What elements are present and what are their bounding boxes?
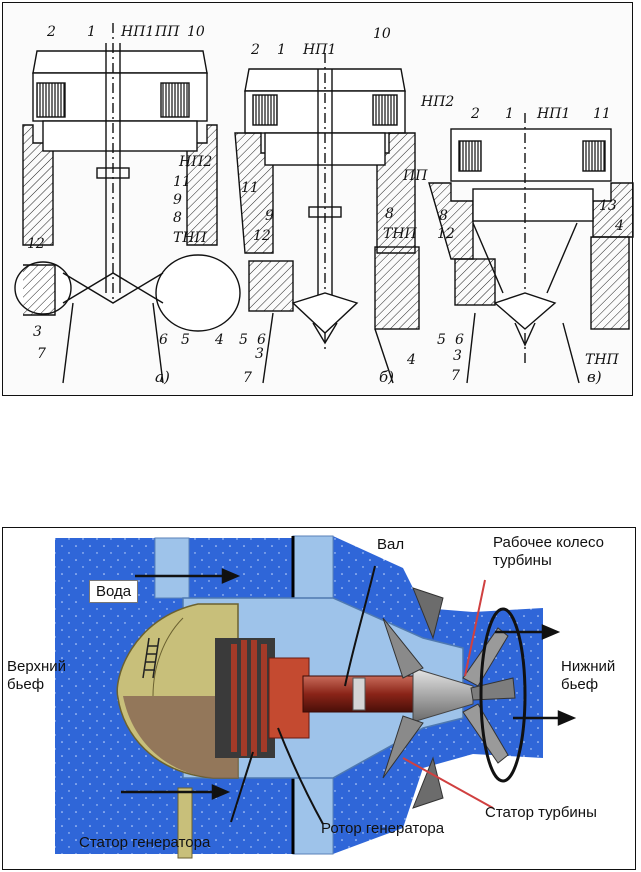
label-a-10: 10: [187, 24, 205, 40]
label-b-9: 9: [265, 208, 274, 224]
label-c-1: 1: [505, 106, 514, 122]
label-a-5: 5: [181, 332, 190, 348]
label-water: Вода: [89, 580, 139, 603]
turbine-sections-figure: 2 1 НП1 ПП 10 НП2 11 9 8 12 ТНП 3 6 5 4 …: [2, 2, 634, 396]
label-generator-rotor: Ротор генератора: [321, 820, 445, 837]
label-a-11: 11: [173, 174, 191, 190]
label-c-4: 4: [615, 218, 624, 234]
label-a-12: 12: [27, 236, 45, 252]
label-a-6: 6: [159, 332, 168, 348]
label-runner: Рабочее колесо турбины: [493, 534, 604, 569]
label-c-np1: НП1: [537, 106, 571, 122]
bulb-turbine-figure: Вода Вал Рабочее колесо турбины Верхний …: [2, 527, 636, 870]
label-b-11: 11: [241, 180, 259, 196]
label-c-13: 13: [599, 198, 617, 214]
label-a-4: 4: [215, 332, 224, 348]
bulb-turbine-drawing: [55, 535, 577, 859]
label-c-6: 6: [455, 332, 464, 348]
caption-b: б): [379, 368, 395, 386]
sections-drawing: [14, 23, 634, 384]
label-b-np2: НП2: [421, 94, 455, 110]
label-shaft: Вал: [377, 536, 405, 553]
label-generator-stator: Статор генератора: [79, 834, 211, 851]
label-b-7: 7: [243, 370, 252, 386]
label-c-2: 2: [471, 106, 480, 122]
label-c-5: 5: [437, 332, 446, 348]
label-a-pp: ПП: [155, 24, 180, 40]
label-b-2: 2: [251, 42, 260, 58]
label-b-np1: НП1: [303, 42, 337, 58]
label-a-8: 8: [173, 210, 182, 226]
label-tailwater: Нижний бьеф: [561, 658, 616, 693]
panel-b-drawing: [234, 53, 420, 384]
label-b-3: 3: [255, 346, 264, 362]
panel-a-drawing: [14, 23, 241, 384]
label-b-10: 10: [373, 26, 391, 42]
label-b-6: 6: [257, 332, 266, 348]
label-b-pp: ПП: [403, 168, 428, 184]
panel-c-drawing: [428, 113, 634, 384]
label-a-1: 1: [87, 24, 96, 40]
label-c-7: 7: [451, 368, 460, 384]
label-a-7: 7: [37, 346, 46, 362]
label-c-12: 12: [437, 226, 455, 242]
label-a-np2: НП2: [179, 154, 213, 170]
label-a-3: 3: [33, 324, 42, 340]
caption-c: в): [587, 368, 602, 386]
label-c-tnp: ТНП: [585, 352, 619, 368]
label-b-5: 5: [239, 332, 248, 348]
label-a-2: 2: [47, 24, 56, 40]
label-b-1: 1: [277, 42, 286, 58]
label-b-8: 8: [385, 206, 394, 222]
label-headwater: Верхний бьеф: [7, 658, 67, 693]
label-turbine-stator: Статор турбины: [485, 804, 597, 821]
label-a-np1: НП1: [121, 24, 155, 40]
label-b-12: 12: [253, 228, 271, 244]
label-a-tnp: ТНП: [173, 230, 207, 246]
caption-a: а): [155, 368, 170, 386]
label-c-11: 11: [593, 106, 611, 122]
label-c-8: 8: [439, 208, 448, 224]
label-b-4: 4: [407, 352, 416, 368]
label-a-9: 9: [173, 192, 182, 208]
ladder-icon: [142, 637, 160, 679]
label-c-3: 3: [453, 348, 462, 364]
label-b-tnp: ТНП: [383, 226, 417, 242]
